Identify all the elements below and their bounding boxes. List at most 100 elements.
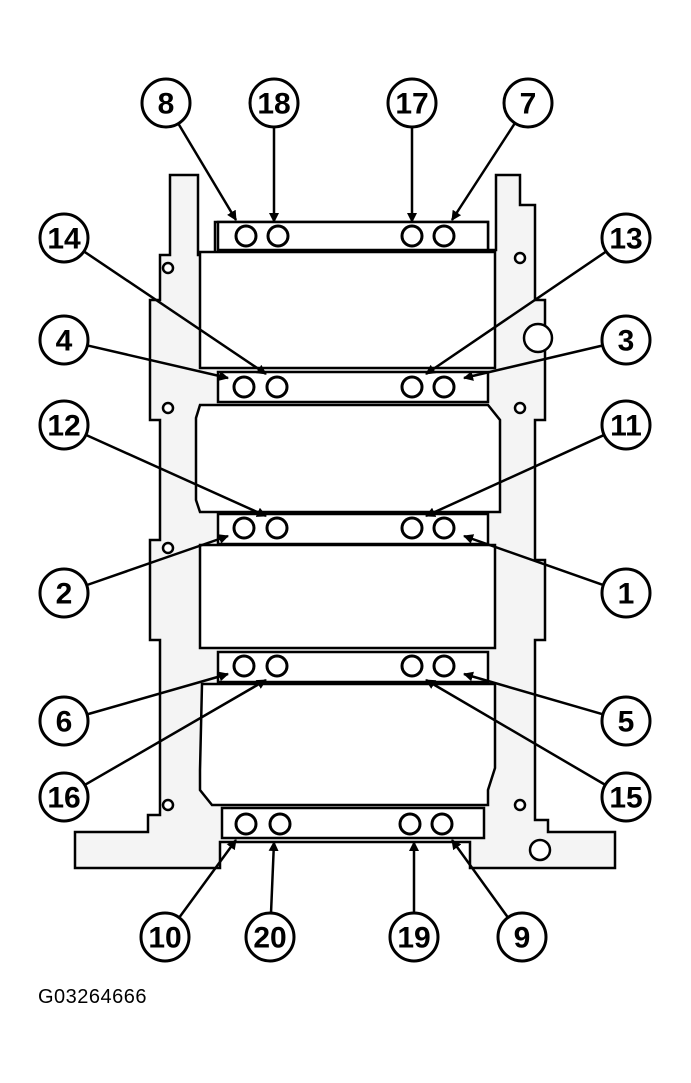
callout-number: 5 [618,706,635,739]
callout-14: 14 [38,212,90,264]
boss-circle-large [522,322,554,354]
callout-number: 17 [395,88,428,121]
callout-number: 8 [158,88,175,121]
cylinder-bore-4 [198,682,497,807]
callout-circle [502,77,554,129]
bolt [265,375,289,399]
callout-circle [600,399,652,451]
cylinder-bore-3 [198,543,497,650]
callout-circle [386,77,438,129]
bolt [234,224,258,248]
callout-number: 18 [257,88,290,121]
bolt [432,654,456,678]
callout-circle [248,77,300,129]
callout-number: 1 [618,578,635,611]
callout-circle [139,911,191,963]
callout-circle [600,771,652,823]
callout-number: 2 [56,578,73,611]
callout-number: 4 [56,325,73,358]
callout-number: 7 [520,88,537,121]
callout-circle [38,695,90,747]
bolt [398,812,422,836]
callout-leader-arrow [450,839,509,919]
bolt [265,654,289,678]
callout-circle [38,314,90,366]
callout-1: 1 [600,567,652,619]
callout-8: 8 [140,77,192,129]
callout-16: 16 [38,771,90,823]
callout-4: 4 [38,314,90,366]
callout-19: 19 [388,911,440,963]
callout-leader-arrow [450,122,516,221]
callout-leader-arrow [425,433,605,518]
callout-circle [600,567,652,619]
callout-leader-arrow [86,534,229,587]
callout-6: 6 [38,695,90,747]
boss-circle [161,798,175,812]
cylinder-bore-2 [194,403,502,514]
bolt [232,516,256,540]
boss-circle [161,541,175,555]
bolt [400,516,424,540]
bolt [400,375,424,399]
callout-number: 3 [618,325,635,358]
callout-leader-arrow [463,671,604,716]
boss-circle [513,401,527,415]
callout-number: 19 [397,922,430,955]
callout-circle [140,77,192,129]
callout-number: 12 [47,410,80,443]
callout-circle [388,911,440,963]
callout-10: 10 [139,911,191,963]
callout-leader-arrow [178,839,238,919]
callout-17: 17 [386,77,438,129]
callout-7: 7 [502,77,554,129]
callout-5: 5 [600,695,652,747]
callout-leader-arrow [177,122,238,221]
callout-number: 11 [610,410,642,443]
callout-15: 15 [600,771,652,823]
callout-leader-arrow [86,671,229,716]
bolt-layer [232,224,456,836]
boss-circle [161,261,175,275]
bolt [432,224,456,248]
callout-circle [600,212,652,264]
bolt [400,224,424,248]
callout-18: 18 [248,77,300,129]
callout-circle [38,212,90,264]
callout-circle [244,911,296,963]
bolt [432,375,456,399]
callout-circle [38,771,90,823]
bolt [266,224,290,248]
callout-number: 9 [514,922,531,955]
boss-circle-large [528,838,552,862]
callout-leader-arrow [83,250,267,376]
boss-circle [513,798,527,812]
callout-3: 3 [600,314,652,366]
callout-11: 11 [600,399,652,451]
callout-leader-arrow [425,678,606,786]
callout-leader-arrow [87,344,229,381]
leader-layer [83,122,607,919]
callout-12: 12 [38,399,90,451]
callout-circle [496,911,548,963]
callout-leader-arrow [84,678,267,787]
boss-circle [161,401,175,415]
callout-9: 9 [496,911,548,963]
callout-number: 14 [47,223,81,256]
callout-leader-arrow [85,433,267,518]
bolt [430,812,454,836]
callout-circle [38,399,90,451]
callout-number: 16 [47,782,80,815]
callout-13: 13 [600,212,652,264]
bolt [234,812,258,836]
callout-leader-arrow [463,534,604,587]
callout-number: 10 [148,922,181,955]
callout-number: 6 [56,706,73,739]
callout-circle [38,567,90,619]
bolt [400,654,424,678]
boss-circle [513,251,527,265]
callout-number: 13 [609,223,642,256]
callout-leader-arrow [463,344,603,381]
